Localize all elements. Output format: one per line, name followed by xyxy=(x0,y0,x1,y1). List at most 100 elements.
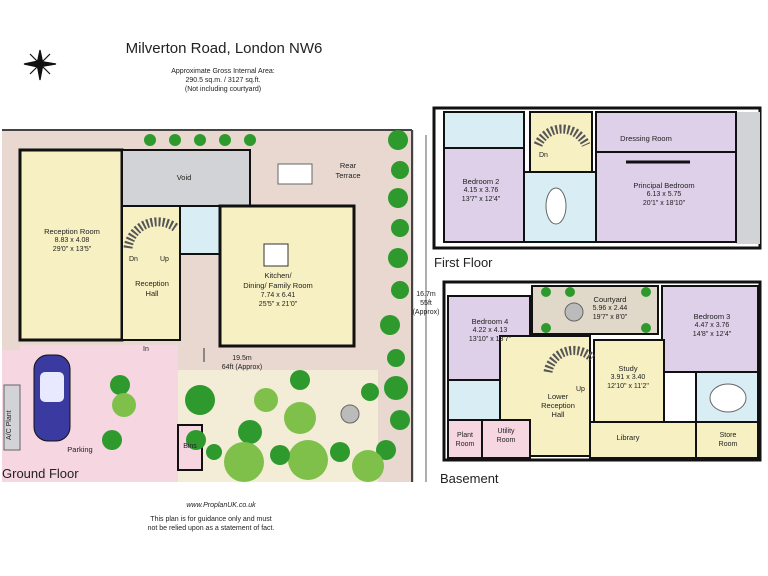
bedroom-2-dim-ft: 13'7" x 12'4" xyxy=(461,196,501,203)
study xyxy=(593,339,665,423)
area-line-1: Approximate Gross Internal Area: xyxy=(171,68,275,75)
ground-floor-label: Ground Floor xyxy=(2,466,79,481)
area-line-3: (Not including courtyard) xyxy=(184,86,262,93)
void-label: Void xyxy=(176,173,192,182)
bedroom-2-name: Bedroom 2 xyxy=(462,177,500,186)
bedroom-3-dim-m: 4.47 x 3.76 xyxy=(694,322,730,329)
utility-room xyxy=(481,419,531,459)
basement-stairs xyxy=(543,345,596,374)
dressing-room xyxy=(595,111,737,153)
basement-up-label: Up xyxy=(576,386,585,393)
courtyard xyxy=(531,285,659,335)
garden-table xyxy=(340,404,360,424)
ground-in-label: In xyxy=(143,346,149,353)
website-label: www.ProplanUK.co.uk xyxy=(186,502,256,509)
basement-bath-left xyxy=(447,379,501,421)
side-passage xyxy=(2,130,20,350)
first-balcony xyxy=(736,112,760,244)
utility-room-line-1: Utility xyxy=(497,428,515,435)
rear-terrace-line-2: Terrace xyxy=(335,171,361,180)
reception-room xyxy=(18,148,124,342)
ground-wc xyxy=(179,205,221,255)
bath xyxy=(545,187,567,225)
courtyard-name: Courtyard xyxy=(593,295,627,304)
parking-label: Parking xyxy=(67,445,93,454)
area-line-2: 290.5 sq.m. / 3127 sq.ft. xyxy=(185,77,261,84)
reception-hall-line-1: Reception xyxy=(135,279,169,288)
depth-approx-label: (Approx) xyxy=(412,309,440,316)
lower-hall-line-2: Reception xyxy=(541,401,575,410)
bedroom-2 xyxy=(443,147,525,243)
first-bathroom-1 xyxy=(443,111,525,149)
library-label: Library xyxy=(616,433,640,442)
terrace-table xyxy=(277,163,313,185)
depth-ft-label: 55ft xyxy=(420,300,432,307)
kitchen-dim-ft: 25'5" x 21'0" xyxy=(258,301,298,308)
kitchen-island xyxy=(263,243,289,267)
store-room-line-2: Room xyxy=(718,441,738,448)
disclaimer-line-2: not be relied upon as a statement of fac… xyxy=(147,525,275,532)
first-stairs xyxy=(533,124,591,147)
kitchen xyxy=(218,204,356,348)
depth-m-label: 16.7m xyxy=(416,291,436,298)
shower xyxy=(709,383,747,413)
first-floor-label: First Floor xyxy=(434,255,493,270)
kitchen-dim-m: 7.74 x 6.41 xyxy=(260,292,296,299)
study-dim-ft: 12'10" x 11'2" xyxy=(607,383,649,390)
lower-hall-line-1: Lower xyxy=(547,392,569,401)
ground-dn-label: Dn xyxy=(129,256,138,263)
plant-room-line-2: Room xyxy=(455,441,475,448)
study-dim-m: 3.91 x 3.40 xyxy=(610,374,646,381)
courtyard-plants xyxy=(541,287,651,333)
courtyard-dim-m: 5.96 x 2.44 xyxy=(592,305,628,312)
bedroom-4-dim-ft: 13'10" x 13'7" xyxy=(468,336,512,343)
bedroom-2-dim-m: 4.15 x 3.76 xyxy=(463,187,499,194)
rear-terrace-line-1: Rear xyxy=(339,161,357,170)
study-name: Study xyxy=(618,364,638,373)
bins-label: Bins xyxy=(183,443,197,450)
plant-room xyxy=(447,419,483,459)
car-windscreen xyxy=(40,372,64,402)
void xyxy=(121,149,251,207)
first-landing xyxy=(529,111,593,173)
store-room-line-1: Store xyxy=(719,432,737,439)
reception-room-name: Reception Room xyxy=(44,227,100,236)
length-m-label: 19.5m xyxy=(232,355,252,362)
parking-area xyxy=(2,345,178,482)
garden-plants xyxy=(102,130,410,482)
first-dn-label: Dn xyxy=(539,152,548,159)
bedroom-4-dim-m: 4.22 x 4.13 xyxy=(472,327,508,334)
principal-bedroom-name: Principal Bedroom xyxy=(633,181,695,190)
principal-bedroom-dim-m: 6.13 x 5.75 xyxy=(646,191,682,198)
reception-room-dim-ft: 29'0" x 13'5" xyxy=(52,246,92,253)
ac-plant-label: A/C Plant xyxy=(6,410,13,440)
reception-room-dim-m: 8.83 x 4.08 xyxy=(54,237,90,244)
library xyxy=(589,421,697,459)
kitchen-line-1: Kitchen/ xyxy=(264,271,292,280)
reception-hall-line-2: Hall xyxy=(145,289,159,298)
plan-title: Milverton Road, London NW6 xyxy=(125,40,323,57)
store-room xyxy=(695,421,759,459)
top-terrace xyxy=(120,130,410,152)
courtyard-dim-ft: 19'7" x 8'0" xyxy=(592,314,628,321)
courtyard-table xyxy=(564,302,584,322)
compass-icon xyxy=(23,49,57,81)
disclaimer-line-1: This plan is for guidance only and must xyxy=(150,516,272,523)
bedroom-4-name: Bedroom 4 xyxy=(471,317,509,326)
length-ft-label: 64ft (Approx) xyxy=(221,364,263,371)
dressing-room-name: Dressing Room xyxy=(620,134,672,143)
ac-plant xyxy=(3,384,21,451)
ground-up-label: Up xyxy=(160,256,169,263)
kitchen-line-2: Dining/ Family Room xyxy=(243,281,313,290)
plant-room-line-1: Plant xyxy=(457,432,473,439)
bedroom-3 xyxy=(661,285,759,373)
principal-bedroom-dim-ft: 20'1" x 18'10" xyxy=(642,200,686,207)
lower-hall-line-3: Hall xyxy=(551,410,565,419)
principal-bedroom xyxy=(595,151,737,243)
bedroom-3-name: Bedroom 3 xyxy=(693,312,731,321)
basement-label: Basement xyxy=(440,471,499,486)
utility-room-line-2: Room xyxy=(496,437,516,444)
bedroom-3-dim-ft: 14'8" x 12'4" xyxy=(692,331,732,338)
front-garden xyxy=(178,370,378,482)
